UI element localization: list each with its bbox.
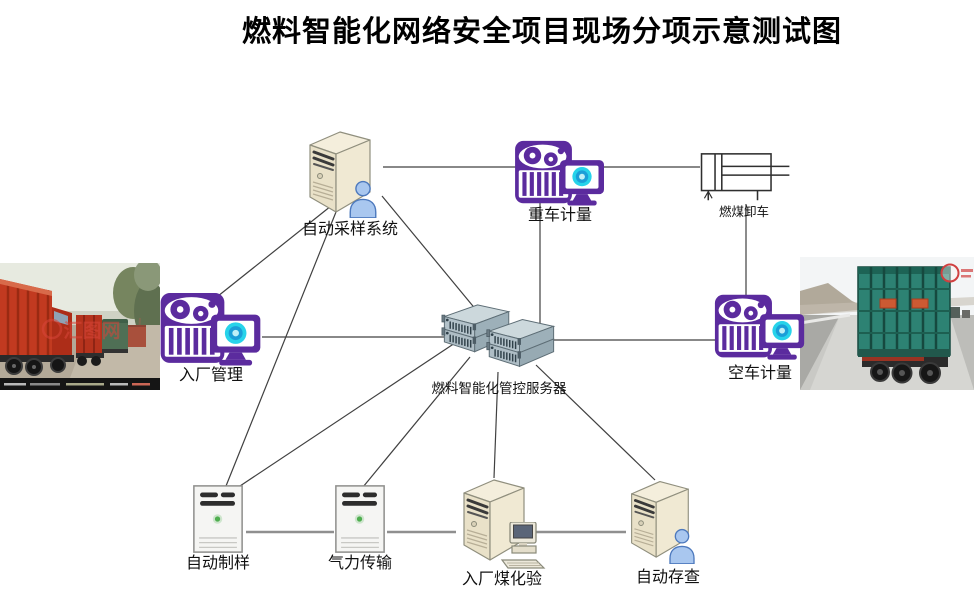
node-label: 入厂管理 (178, 367, 243, 384)
node-auto-sample-preparation[interactable]: 自动制样 (186, 484, 250, 573)
green-truck-photo-illustration (800, 257, 974, 390)
node-label: 空车计量 (727, 365, 792, 382)
page-title: 燃料智能化网络安全项目现场分项示意测试图 (241, 16, 843, 48)
server-tower-desktop-icon (462, 478, 545, 569)
server-tower-person-icon (308, 130, 377, 218)
node-entry-management[interactable]: 入厂管理 (158, 292, 264, 385)
pneumatic-cylinder-icon (694, 150, 794, 206)
node-label: 燃煤卸车 (718, 205, 769, 219)
tower-pc-icon (332, 484, 388, 554)
photo-watermark: 汇图网 (41, 318, 121, 342)
server-tower-person-icon (630, 480, 695, 564)
node-empty-truck-weighing[interactable]: 空车计量 (714, 290, 806, 383)
node-label: 自动存查 (635, 569, 700, 586)
photo-watermark-logo (940, 263, 973, 283)
rack-server-cluster-icon (440, 300, 558, 380)
node-label: 自动制样 (186, 555, 251, 572)
edge-central_server-sample_prep (239, 342, 456, 487)
node-label: 气力传输 (328, 555, 393, 572)
node-label: 入厂煤化验 (461, 571, 542, 588)
node-label: 燃料智能化管控服务器 (431, 381, 567, 396)
node-pneumatic-transmission[interactable]: 气力传输 (328, 484, 392, 573)
node-label: 自动采样系统 (301, 221, 398, 238)
photo-left-coal-trucks: 汇图网 (0, 263, 160, 390)
svg-text:汇图网: 汇图网 (63, 320, 120, 342)
node-sampling-system[interactable]: 自动采样系统 (300, 124, 400, 239)
node-central-control-server[interactable]: 燃料智能化管控服务器 (432, 300, 567, 396)
coal-truck-photo-illustration: 汇图网 (0, 263, 160, 390)
node-coal-unloading[interactable]: 燃煤卸车 (694, 150, 794, 219)
photo-right-green-truck (800, 257, 974, 390)
node-coal-laboratory[interactable]: 入厂煤化验 (452, 472, 552, 589)
node-auto-storage-check[interactable]: 自动存查 (622, 472, 714, 587)
weighbridge-monitor-icon (513, 140, 607, 206)
weighbridge-monitor-icon (714, 290, 806, 364)
node-heavy-truck-weighing[interactable]: 重车计量 (513, 140, 607, 225)
node-label: 重车计量 (527, 207, 592, 224)
weighbridge-monitor-icon (158, 292, 264, 366)
tower-pc-icon (190, 484, 246, 554)
